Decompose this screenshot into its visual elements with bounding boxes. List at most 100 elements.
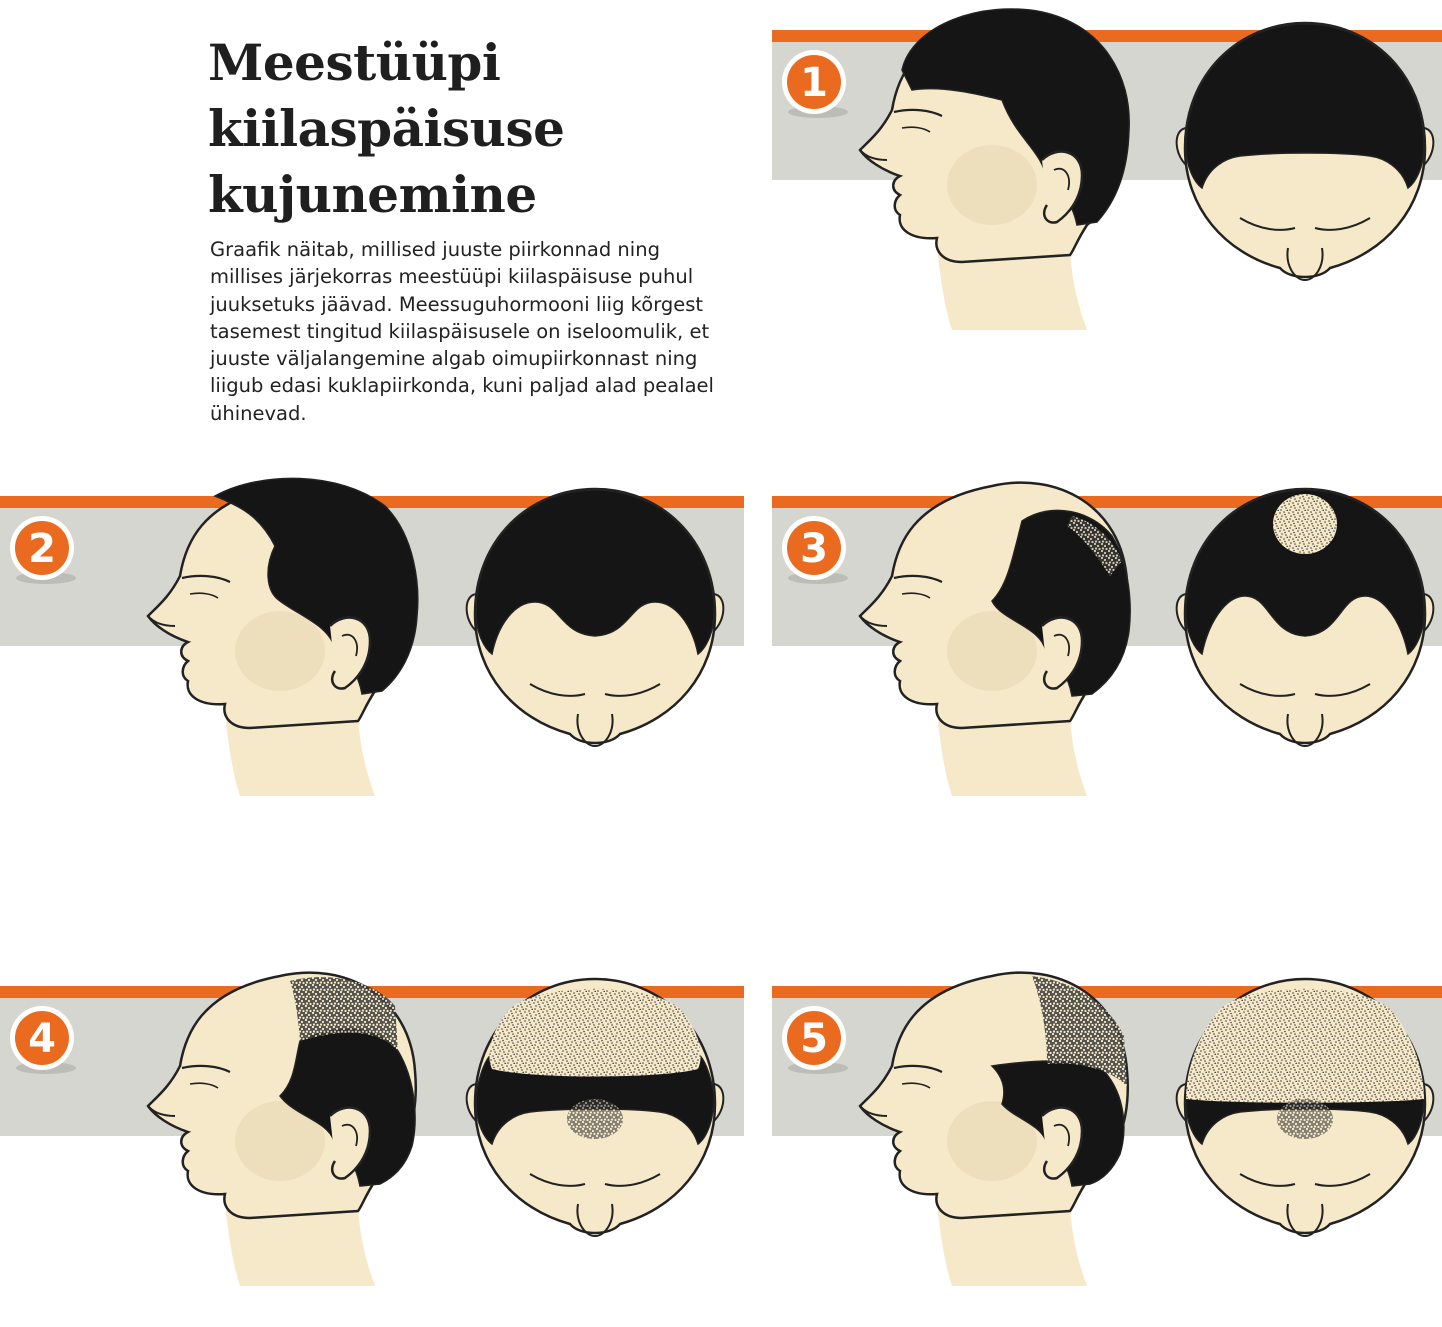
eye xyxy=(189,592,219,599)
bald-top-area xyxy=(489,988,701,1077)
right-eye-closed xyxy=(604,1173,661,1187)
thinning-hair xyxy=(290,977,398,1051)
stage-panel-5: 5 xyxy=(772,958,1442,1318)
left-eye-closed xyxy=(529,683,586,697)
right-eye-closed xyxy=(604,683,661,697)
left-eye-closed xyxy=(529,1173,586,1187)
stage-panel-2: 2 xyxy=(0,468,744,818)
stage-panel-3: 3 xyxy=(772,468,1442,818)
title-line-1: Meestüüpi xyxy=(208,33,501,92)
left-eye-closed xyxy=(1239,1173,1296,1187)
top-hair xyxy=(475,489,715,656)
side-profile-head xyxy=(146,971,417,1286)
nose xyxy=(1286,713,1324,748)
description-line: juuste väljalangemine algab oimupiirkonn… xyxy=(210,347,698,371)
side-profile-head xyxy=(146,477,419,796)
nostril xyxy=(859,1105,888,1117)
eyebrow xyxy=(893,1064,943,1073)
stage-illustration: 4 xyxy=(0,971,744,1286)
ear xyxy=(1041,150,1084,224)
top-hair xyxy=(1185,23,1425,190)
nostril xyxy=(859,149,888,161)
neck xyxy=(937,711,1087,796)
nostril xyxy=(147,615,176,627)
neck xyxy=(225,1201,375,1286)
crown-bald-spot xyxy=(1273,494,1337,554)
eyebrow xyxy=(893,574,943,583)
neck xyxy=(225,711,375,796)
ear-inner xyxy=(1053,1123,1070,1147)
thinning-hair xyxy=(1067,516,1122,576)
description-line: millises järjekorras meestüüpi kiilaspäi… xyxy=(210,265,694,289)
neck xyxy=(937,1201,1087,1286)
graphic-title: Meestüüpi kiilaspäisuse kujunemine xyxy=(208,30,708,228)
neck xyxy=(937,245,1087,330)
cheek-shade xyxy=(235,1101,325,1181)
ear xyxy=(329,1106,372,1180)
thinning-hair xyxy=(1032,976,1127,1086)
ear-inner xyxy=(1053,633,1070,657)
ear xyxy=(329,616,372,690)
right-eye-closed xyxy=(1314,217,1371,231)
nostril xyxy=(859,615,888,627)
ear xyxy=(1041,1106,1084,1180)
top-view-head xyxy=(1175,21,1435,282)
top-hair xyxy=(1185,489,1425,656)
stage-illustration: 2 xyxy=(0,477,744,796)
left-eye-closed xyxy=(1239,217,1296,231)
stage-illustration: 1 xyxy=(772,8,1442,330)
description-line: juuksetuks jäävad. Meessuguhormooni liig… xyxy=(210,292,704,316)
stage-badge xyxy=(787,55,841,109)
ear-inner xyxy=(341,1123,358,1147)
stage-number: 4 xyxy=(28,1016,56,1062)
top-view-head xyxy=(1175,977,1435,1238)
cheek-shade xyxy=(947,611,1037,691)
ear-inner xyxy=(1053,167,1070,191)
side-profile-head xyxy=(858,8,1130,330)
left-eye-closed xyxy=(1239,683,1296,697)
thin-front-tuft xyxy=(567,1099,623,1139)
description-line: liigub edasi kuklapiirkonda, kuni paljad… xyxy=(210,374,714,398)
description-line: tasemest tingitud kiilaspäisusele on ise… xyxy=(210,319,710,343)
right-eye-closed xyxy=(1314,683,1371,697)
stage-illustration: 3 xyxy=(772,481,1442,796)
description-line: ühinevad. xyxy=(210,401,307,425)
eye xyxy=(901,1082,931,1089)
stage-badge xyxy=(15,521,69,575)
ear xyxy=(1041,616,1084,690)
top-view-head xyxy=(465,487,725,748)
nose xyxy=(576,1203,614,1238)
nostril xyxy=(147,1105,176,1117)
nose xyxy=(1286,1203,1324,1238)
nose xyxy=(1286,247,1324,282)
side-profile-head xyxy=(858,481,1131,796)
stage-number: 3 xyxy=(800,526,828,572)
eyebrow xyxy=(181,574,231,583)
description-line: Graafik näitab, millised juuste piirkonn… xyxy=(210,238,660,261)
eye xyxy=(901,126,931,133)
stage-panel-1: 1 xyxy=(772,0,1442,370)
cheek-shade xyxy=(235,611,325,691)
top-view-head xyxy=(1175,487,1435,748)
top-view-head xyxy=(465,977,725,1238)
thin-front-tuft xyxy=(1277,1099,1333,1139)
bald-top-area xyxy=(1186,988,1424,1103)
eyebrow xyxy=(893,108,943,117)
stage-number: 1 xyxy=(800,60,828,106)
title-line-3: kujunemine xyxy=(208,165,537,224)
graphic-description: Graafik näitab, millised juuste piirkonn… xyxy=(210,236,750,427)
stage-badge xyxy=(787,521,841,575)
title-line-2: kiilaspäisuse xyxy=(208,99,565,158)
cheek-shade xyxy=(947,1101,1037,1181)
right-eye-closed xyxy=(1314,1173,1371,1187)
eye xyxy=(901,592,931,599)
cheek-shade xyxy=(947,145,1037,225)
eyebrow xyxy=(181,1064,231,1073)
stage-panel-4: 4 xyxy=(0,958,744,1318)
stage-badge xyxy=(787,1011,841,1065)
stage-badge xyxy=(15,1011,69,1065)
stage-illustration: 5 xyxy=(772,971,1442,1286)
eye xyxy=(189,1082,219,1089)
stage-number: 5 xyxy=(800,1016,828,1062)
ear-inner xyxy=(341,633,358,657)
